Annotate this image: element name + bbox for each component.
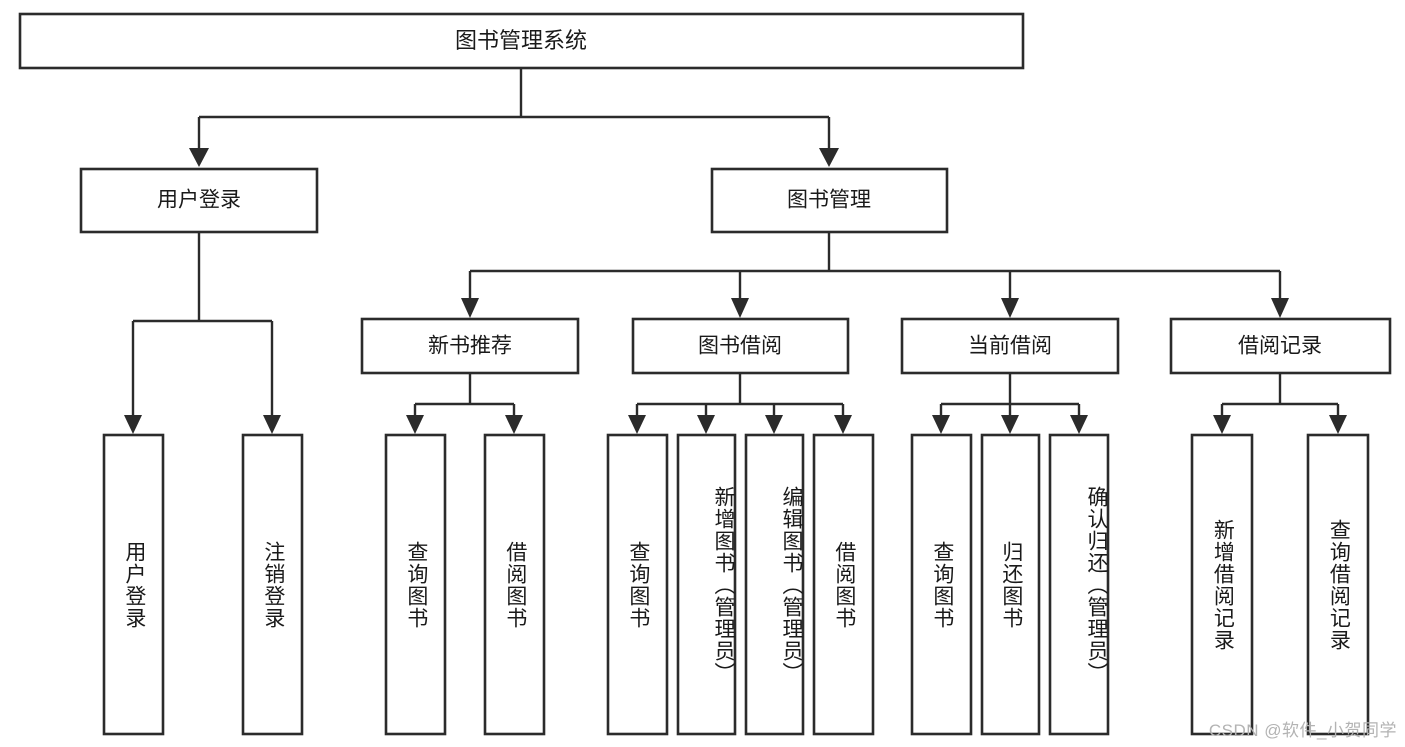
leaf-box-bb-2[interactable] bbox=[676, 433, 737, 736]
arrowhead-leaf-bb-1 bbox=[628, 415, 646, 434]
arrowhead-borrow-record bbox=[1271, 298, 1289, 318]
arrowhead-book-borrow bbox=[731, 298, 749, 318]
node-user-login-label: 用户登录 bbox=[157, 189, 241, 212]
leaf-box-cb-2[interactable] bbox=[980, 433, 1041, 736]
leaf-box-br-1[interactable] bbox=[1190, 433, 1254, 736]
arrowhead-leaf-bb-4 bbox=[834, 415, 852, 434]
leaf-box-user-login-2[interactable] bbox=[241, 433, 304, 736]
arrowhead-leaf-nbr-2 bbox=[505, 415, 523, 434]
leaf-box-bb-1[interactable] bbox=[606, 433, 669, 736]
arrowhead-leaf-nbr-1 bbox=[406, 415, 424, 434]
leaf-group-book-borrow bbox=[606, 433, 875, 736]
leaf-group-user-login bbox=[102, 433, 304, 736]
arrowhead-leaf-br-1 bbox=[1213, 415, 1231, 434]
connector-group-borrow-record bbox=[1213, 373, 1347, 434]
leaf-box-bb-3[interactable] bbox=[744, 433, 805, 736]
connector-group-current-borrow bbox=[932, 373, 1088, 434]
arrowhead-leaf-bb-3 bbox=[765, 415, 783, 434]
csdn-watermark: CSDN @软件_小贺同学 bbox=[1208, 721, 1397, 740]
node-root[interactable]: 图书管理系统 bbox=[18, 12, 1025, 70]
leaf-group-current-borrow bbox=[910, 433, 1110, 736]
leaf-box-nbr-1[interactable] bbox=[384, 433, 447, 736]
arrowhead-user-login bbox=[189, 148, 209, 167]
connector-group-root bbox=[189, 68, 839, 167]
node-book-manage-box[interactable] bbox=[710, 167, 949, 234]
arrowhead-leaf-cb-3 bbox=[1070, 415, 1088, 434]
leaf-group-borrow-record bbox=[1190, 433, 1370, 736]
arrowhead-leaf-user-login-1 bbox=[124, 415, 142, 434]
node-current-borrow-label: 当前借阅 bbox=[968, 335, 1052, 358]
arrowhead-new-book-recommend bbox=[461, 298, 479, 318]
arrowhead-leaf-cb-2 bbox=[1001, 415, 1019, 434]
node-book-manage[interactable]: 图书管理 bbox=[710, 167, 949, 234]
node-book-borrow-box[interactable] bbox=[631, 317, 850, 375]
node-user-login-box[interactable] bbox=[79, 167, 319, 234]
leaf-group-new-book-recommend bbox=[384, 433, 546, 736]
node-root-label: 图书管理系统 bbox=[455, 28, 587, 53]
leaf-box-br-2[interactable] bbox=[1306, 433, 1370, 736]
arrowhead-leaf-cb-1 bbox=[932, 415, 950, 434]
connector-group-book-manage bbox=[461, 232, 1289, 318]
node-borrow-record[interactable]: 借阅记录 bbox=[1169, 317, 1392, 375]
arrowhead-leaf-user-login-2 bbox=[263, 415, 281, 434]
arrowhead-leaf-br-2 bbox=[1329, 415, 1347, 434]
leaf-box-user-login-1[interactable] bbox=[102, 433, 165, 736]
arrowhead-leaf-bb-2 bbox=[697, 415, 715, 434]
node-book-manage-label: 图书管理 bbox=[787, 189, 871, 212]
arrowhead-current-borrow bbox=[1001, 298, 1019, 318]
node-borrow-record-label: 借阅记录 bbox=[1238, 335, 1322, 358]
node-new-book-recommend[interactable]: 新书推荐 bbox=[360, 317, 580, 375]
connector-group-user-login bbox=[124, 232, 281, 434]
leaf-box-bb-4[interactable] bbox=[812, 433, 875, 736]
leaf-box-cb-3[interactable] bbox=[1048, 433, 1110, 736]
arrowhead-book-manage bbox=[819, 148, 839, 167]
node-borrow-record-box[interactable] bbox=[1169, 317, 1392, 375]
node-new-book-recommend-box[interactable] bbox=[360, 317, 580, 375]
node-current-borrow-box[interactable] bbox=[900, 317, 1120, 375]
node-user-login[interactable]: 用户登录 bbox=[79, 167, 319, 234]
connector-group-new-book-recommend bbox=[406, 373, 523, 434]
node-current-borrow[interactable]: 当前借阅 bbox=[900, 317, 1120, 375]
connector-group-book-borrow bbox=[628, 373, 852, 434]
leaf-box-cb-1[interactable] bbox=[910, 433, 973, 736]
node-new-book-recommend-label: 新书推荐 bbox=[428, 335, 512, 358]
node-root-box[interactable] bbox=[18, 12, 1025, 70]
node-book-borrow[interactable]: 图书借阅 bbox=[631, 317, 850, 375]
node-book-borrow-label: 图书借阅 bbox=[698, 335, 782, 358]
leaf-box-nbr-2[interactable] bbox=[483, 433, 546, 736]
